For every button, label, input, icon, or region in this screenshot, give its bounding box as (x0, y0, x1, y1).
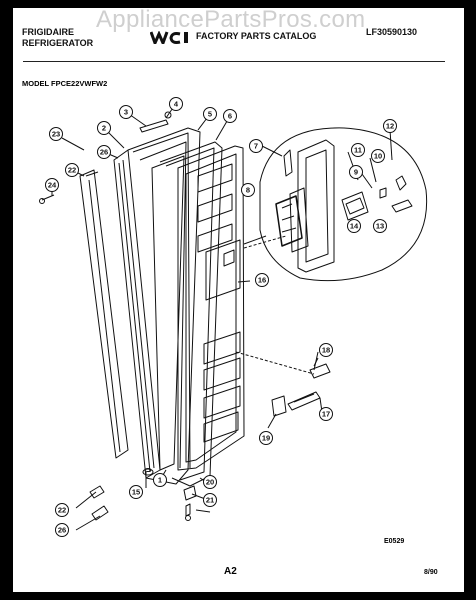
callout-3: 3 (124, 108, 128, 117)
callout-22-top: 22 (68, 166, 76, 175)
callout-26-top: 26 (100, 148, 108, 157)
model-number: MODEL FPCE22VWFW2 (22, 79, 108, 88)
hinge-bushing (142, 468, 154, 476)
top-hinge (139, 111, 172, 133)
callout-11: 11 (354, 146, 362, 155)
header-rule (23, 61, 445, 62)
callout-24: 24 (48, 181, 57, 190)
page-number: A2 (224, 566, 237, 577)
part-18-clip (309, 357, 331, 379)
callout-21: 21 (206, 496, 214, 505)
callout-23: 23 (52, 130, 60, 139)
callout-19: 19 (262, 434, 270, 443)
door-outer-panel (127, 127, 201, 485)
trim-strip-left (79, 169, 129, 459)
callout-12: 12 (386, 122, 394, 131)
parts-20-21 (183, 485, 197, 521)
inner-door-liner (177, 145, 245, 471)
callout-4: 4 (174, 100, 179, 109)
catalog-number: LF30590130 (366, 27, 418, 37)
bottom-hinge-pin (89, 485, 109, 521)
part-19-bracket (271, 395, 287, 417)
callout-1: 1 (158, 476, 162, 485)
callout-20: 20 (206, 478, 214, 487)
callout-13: 13 (376, 222, 384, 231)
callout-2: 2 (102, 124, 106, 133)
brand-line-1: FRIGIDAIRE (22, 27, 75, 37)
callout-15: 15 (132, 488, 140, 497)
catalog-title: FACTORY PARTS CATALOG (196, 31, 317, 41)
callout-6: 6 (228, 112, 232, 121)
wci-logo (150, 31, 188, 44)
callout-5: 5 (208, 110, 212, 119)
part-17-rail (287, 391, 321, 411)
callout-18: 18 (322, 346, 330, 355)
callout-9: 9 (354, 168, 358, 177)
callout-26-bottom: 26 (58, 526, 66, 535)
door-gasket (159, 141, 223, 487)
revision-date: 8/90 (424, 569, 438, 576)
watermark: AppliancePartsPros.com (96, 6, 366, 33)
callout-16: 16 (258, 276, 266, 285)
drawing-code: E0529 (384, 538, 405, 545)
callout-17: 17 (322, 410, 330, 419)
callout-10: 10 (374, 152, 382, 161)
brand-line-2: REFRIGERATOR (22, 38, 94, 48)
parts-diagram-sheet (13, 8, 464, 592)
callout-7: 7 (254, 142, 258, 151)
screw-24 (39, 194, 55, 204)
callout-14: 14 (350, 222, 359, 231)
callout-8: 8 (246, 186, 250, 195)
callout-22-bottom: 22 (58, 506, 66, 515)
detail-bubble (259, 127, 428, 282)
